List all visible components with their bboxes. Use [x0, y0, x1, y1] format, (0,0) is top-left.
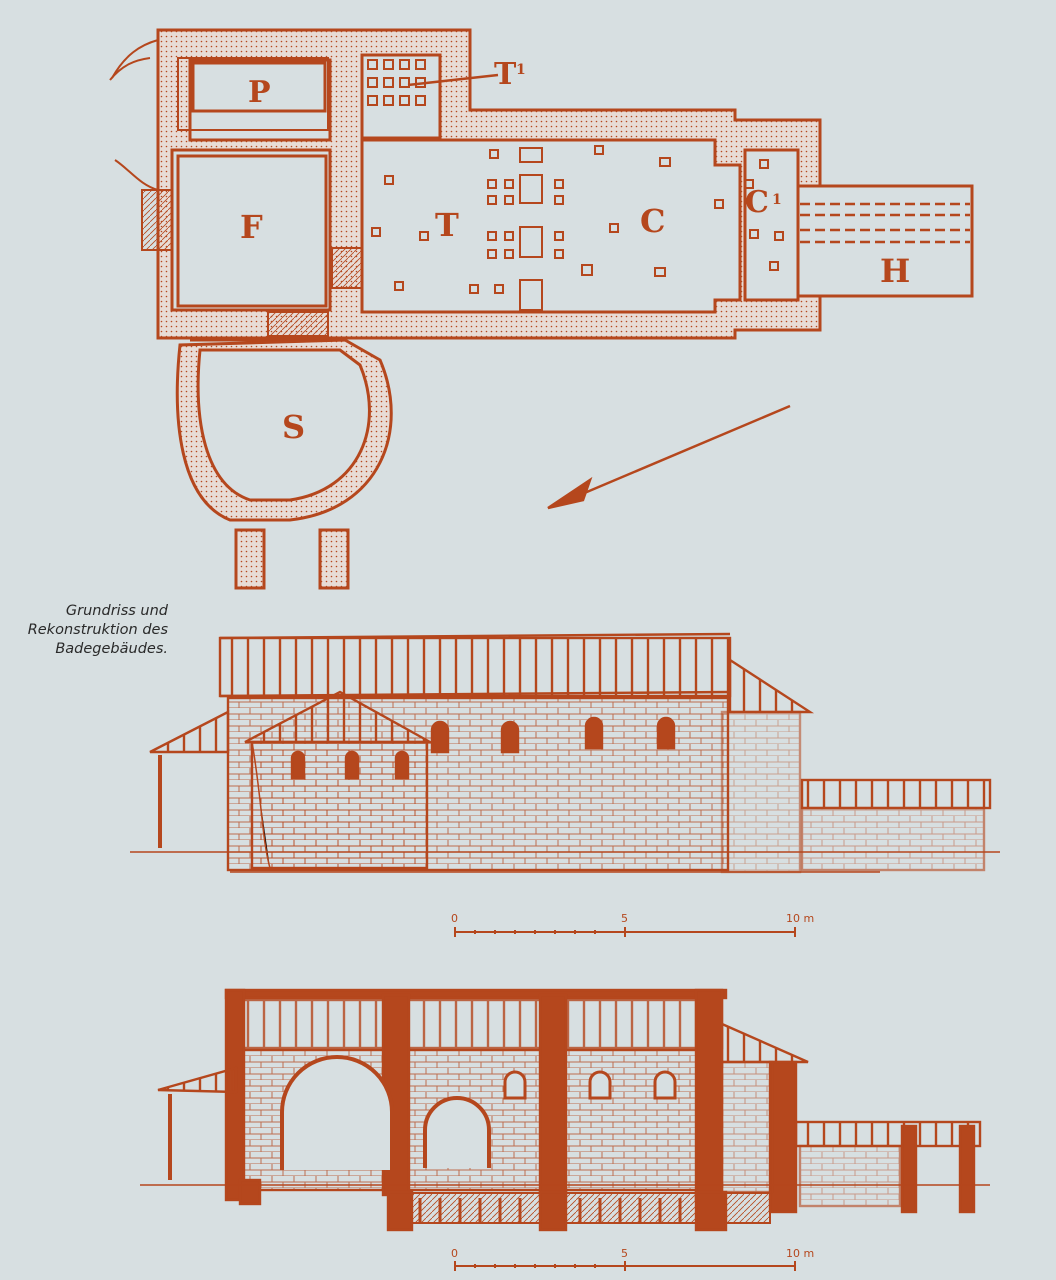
scale-1-mid: 5 [621, 912, 628, 925]
room-p-outline [191, 61, 327, 113]
section-pier-4 [694, 988, 724, 1202]
label-t: T [435, 206, 459, 244]
scale-1-end: 10 m [786, 912, 814, 925]
label-f: F [240, 208, 263, 246]
room-f-outline [176, 154, 328, 308]
caption-line-1: Grundriss und [65, 603, 168, 619]
caption-line-2: Rekonstruktion des [27, 622, 168, 638]
label-c1: C [745, 185, 769, 220]
scale-2-mid: 5 [621, 1247, 628, 1260]
elevation-windows [290, 716, 676, 780]
scale-bar-2 [454, 1261, 796, 1271]
figure-caption: Grundriss und Rekonstruktion des Badegeb… [0, 602, 168, 659]
label-t1: T [494, 57, 517, 92]
elevation-main-roof [218, 636, 732, 698]
section-pier-3 [538, 993, 568, 1197]
pointer-arrow [547, 404, 791, 510]
pilae-t1 [367, 59, 426, 106]
label-t1-sup: 1 [516, 62, 526, 78]
scale-2-end: 10 m [786, 1247, 814, 1260]
section-drawing [140, 988, 990, 1232]
section-pier-1 [224, 988, 246, 1202]
label-s: S [282, 408, 305, 446]
plan-labels: P T 1 F T C C 1 H S [240, 57, 910, 446]
scale-1-zero: 0 [451, 912, 458, 925]
scale-bar-1 [454, 927, 796, 937]
label-p: P [248, 75, 271, 110]
caption-line-3: Badegebäudes. [55, 641, 168, 657]
label-h: H [880, 252, 910, 290]
pilae-tc [371, 145, 784, 311]
floor-plan [109, 28, 974, 590]
label-c1-sup: 1 [772, 192, 782, 208]
label-c: C [640, 202, 665, 240]
scale-2-zero: 0 [451, 1247, 458, 1260]
elevation-drawing [130, 632, 1000, 874]
